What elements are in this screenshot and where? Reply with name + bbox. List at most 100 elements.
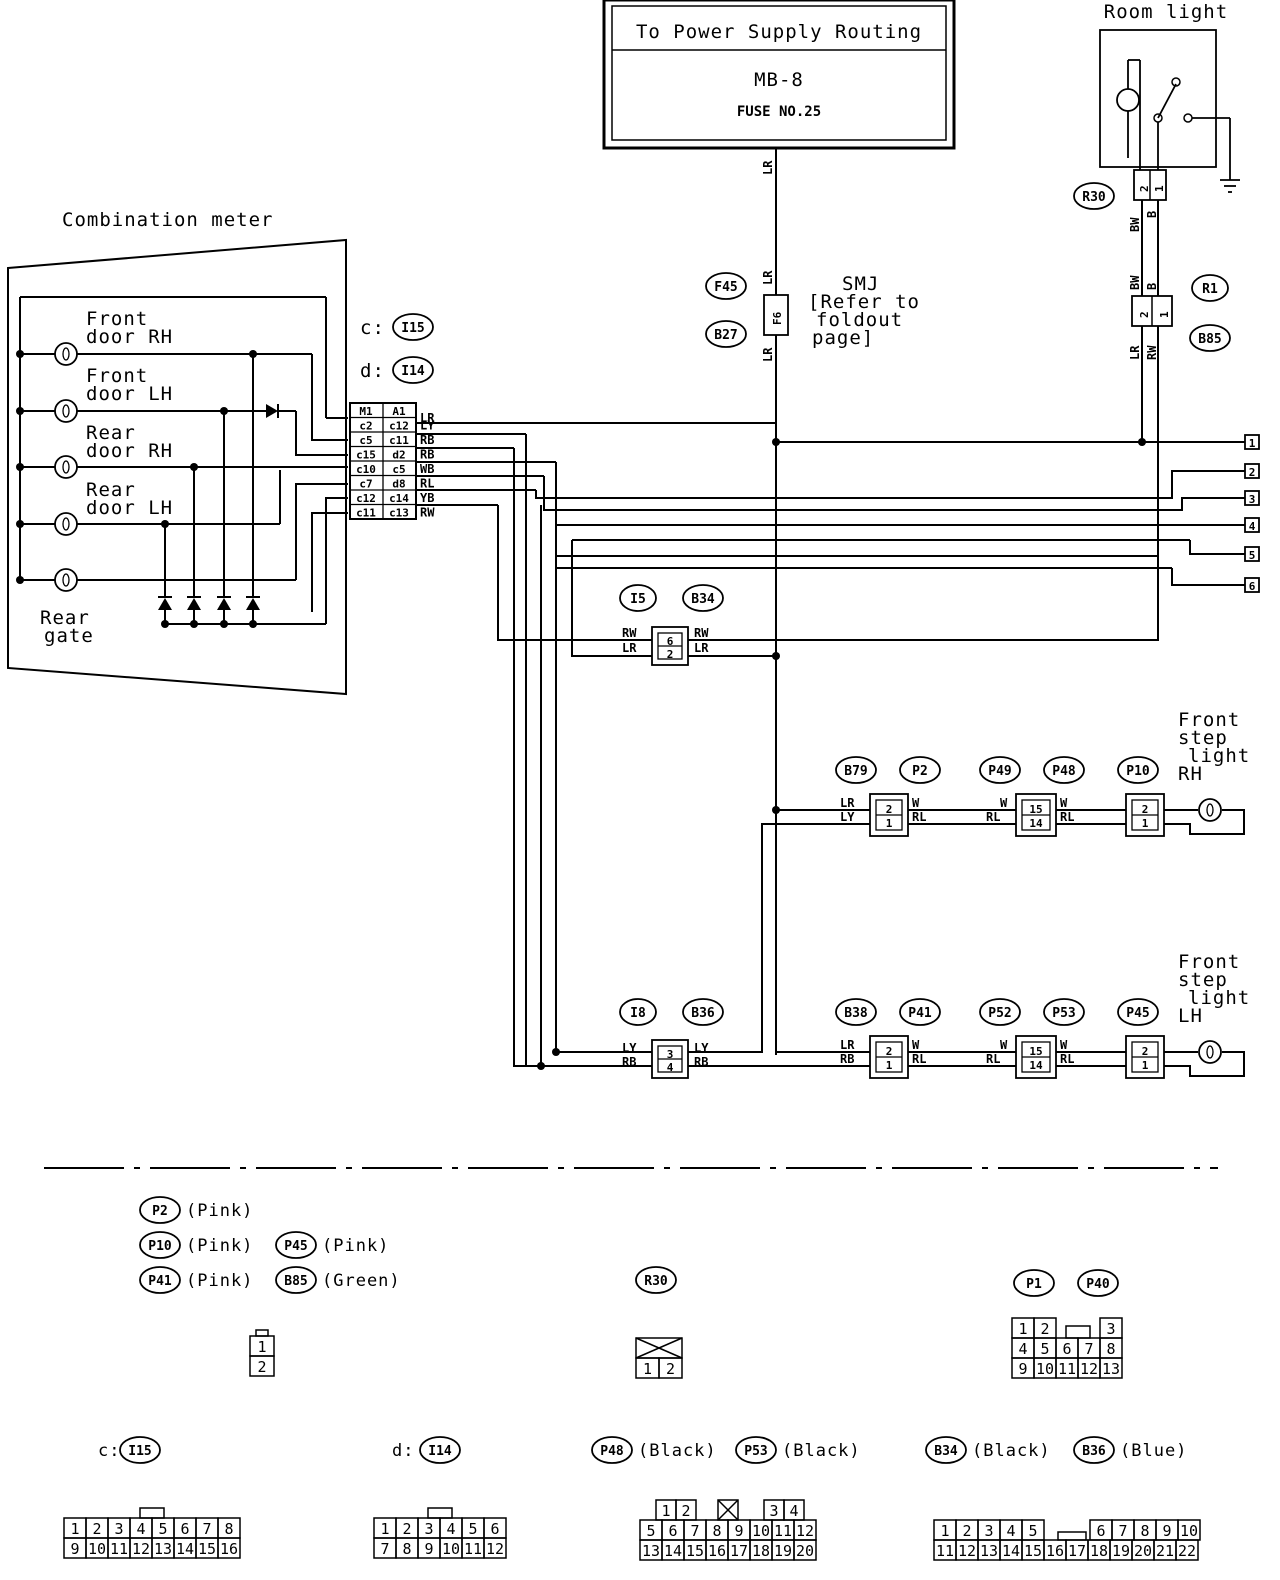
legend-p1-rows-cell: 11	[1058, 1360, 1076, 1378]
legend-p48-rows-cell: 8	[712, 1522, 721, 1540]
step-rh-label-2: light	[1188, 745, 1250, 767]
legend-b34-r1b-cell: 9	[1162, 1522, 1171, 1540]
diode-icon	[217, 598, 231, 610]
legend-b34-r1a-cell: 2	[962, 1522, 971, 1540]
badge-i8-label: I8	[630, 1006, 646, 1021]
step-rh-badge-P2: P2	[899, 756, 941, 784]
step-rh-badge-B79-label: B79	[844, 764, 867, 779]
step-rh-badge-P49: P49	[979, 756, 1021, 784]
legend-d-grid-cell: 6	[490, 1520, 499, 1538]
step-lh-c2-left-0: W	[1000, 1038, 1008, 1052]
step-rh-c1-right-0: W	[912, 796, 920, 810]
legend-d-grid-cell: 2	[402, 1520, 411, 1538]
step-rh-conn3-pin-b: 1	[1142, 817, 1149, 830]
badge-b85-label: B85	[1198, 332, 1221, 347]
step-lh-label-3: LH	[1178, 1005, 1203, 1027]
legend-p48-rows-cell: 9	[734, 1522, 743, 1540]
legend-p1-row1a-cell: 2	[1040, 1320, 1049, 1338]
legend-b34-r1a-cell: 4	[1006, 1522, 1015, 1540]
badge-b34: B34	[682, 584, 724, 612]
legend-p48-rows-cell: 18	[752, 1542, 770, 1560]
combination-meter-title: Combination meter	[62, 209, 273, 231]
legend-r30-pins-cell: 1	[643, 1360, 652, 1378]
step-rh-badge-P48-label: P48	[1052, 764, 1076, 779]
legend-c-grid-cell: 6	[180, 1520, 189, 1538]
legend-p48-rows-cell: 6	[668, 1522, 677, 1540]
legend-p53: P53	[735, 1436, 777, 1464]
legend-p10-color: (Pink)	[186, 1236, 253, 1256]
meter-item-line2-3: door LH	[86, 497, 173, 519]
legend-b34-r2-cell: 15	[1024, 1542, 1042, 1560]
legend-b34-label: B34	[934, 1444, 958, 1459]
legend-d-grid-cell: 7	[380, 1540, 389, 1558]
step-rh-conn1-pin-b: 1	[886, 817, 893, 830]
mid-wire-rw-r: RW	[694, 626, 709, 640]
legend-p41-color: (Pink)	[186, 1271, 253, 1291]
legend-b34-color: (Black)	[972, 1441, 1051, 1461]
legend-d-id-label: I14	[428, 1444, 452, 1459]
meter-wire-code-3: RB	[420, 448, 434, 462]
fuse-label: FUSE NO.25	[737, 104, 821, 120]
meter-pin-right-3: d2	[392, 449, 405, 462]
room-bulb-icon	[1116, 88, 1140, 112]
terminal-label-6: 6	[1249, 580, 1256, 593]
smj-block: LR LR LR F6 SMJ [Refer to foldout page]	[761, 148, 919, 1055]
legend-d-grid-cell: 1	[380, 1520, 389, 1538]
step-lh-c2-right-0: W	[1060, 1038, 1068, 1052]
wire-bw-2: BW	[1128, 275, 1142, 290]
legend-p1-rows-cell: 8	[1106, 1340, 1115, 1358]
legend-p48-rows-cell: 15	[686, 1542, 704, 1560]
terminal-box-4	[1244, 517, 1260, 533]
legend-c-grid-cell: 3	[114, 1520, 123, 1538]
step-lh-conn2	[1015, 1035, 1057, 1079]
legend-p48-rows-cell: 7	[690, 1522, 699, 1540]
legend-p48-top-a-cell: 2	[681, 1502, 690, 1520]
step-rh-badge-P49-label: P49	[988, 764, 1011, 779]
legend-c-grid-cell: 14	[176, 1540, 194, 1558]
meter-pin-left-5: c7	[359, 478, 372, 491]
step-rh-c1-left-0: LR	[840, 796, 855, 810]
legend-p48-top-b-cell: 3	[769, 1502, 778, 1520]
legend-d-label: d:	[392, 1441, 414, 1461]
legend-b34-r2-cell: 16	[1046, 1542, 1064, 1560]
step-rh-conn2-pin-b: 14	[1029, 817, 1043, 830]
step-lh-badge-P53: P53	[1043, 998, 1085, 1026]
room-light-wiring: BW B BW B LR RW 2 1 2 1	[1128, 185, 1173, 640]
legend-p1-row1a-cell: 1	[1018, 1320, 1027, 1338]
legend-two-pin: 12	[249, 1335, 275, 1377]
terminal-label-1: 1	[1249, 437, 1256, 450]
legend-c-grid-cell: 5	[158, 1520, 167, 1538]
meter-pin-left-1: c2	[359, 420, 372, 433]
smj-line-3: foldout	[816, 309, 903, 331]
terminal-box-6	[1244, 577, 1260, 593]
mid-wire-rw-l: RW	[622, 626, 637, 640]
legend-d-grid-cell: 8	[402, 1540, 411, 1558]
badge-i15-label: I15	[401, 321, 424, 336]
step-rh-c2-left-1: RL	[986, 810, 1000, 824]
i8-pin-3: 3	[667, 1048, 674, 1061]
connector-legend: P2(Pink)P10(Pink)P45(Pink)P41(Pink)B85(G…	[63, 1196, 1201, 1561]
legend-b34-r1a-cell: 5	[1028, 1522, 1037, 1540]
terminal-label-2: 2	[1249, 466, 1256, 479]
i8-wire-rb-l: RB	[622, 1055, 636, 1069]
legend-p48-top-b-cell: 4	[789, 1502, 798, 1520]
legend-b34-r2-cell: 11	[936, 1542, 954, 1560]
badge-i8: I8	[619, 998, 657, 1026]
wire-bw-1: BW	[1128, 217, 1142, 232]
step-lh-conn3-pin-b: 1	[1142, 1059, 1149, 1072]
legend-d-grid-cell: 5	[468, 1520, 477, 1538]
legend-p1-rows-cell: 13	[1102, 1360, 1120, 1378]
legend-p48-rows-cell: 14	[664, 1542, 682, 1560]
meter-item-line2-2: door RH	[86, 440, 173, 462]
legend-d-id: I14	[419, 1436, 461, 1464]
step-rh-c2-left-0: W	[1000, 796, 1008, 810]
legend-c-label: c:	[98, 1441, 120, 1461]
legend-p48-rows-cell: 11	[774, 1522, 792, 1540]
terminal-box-3	[1244, 490, 1260, 506]
legend-p45-color: (Pink)	[322, 1236, 389, 1256]
power-supply-title: To Power Supply Routing	[636, 21, 922, 43]
